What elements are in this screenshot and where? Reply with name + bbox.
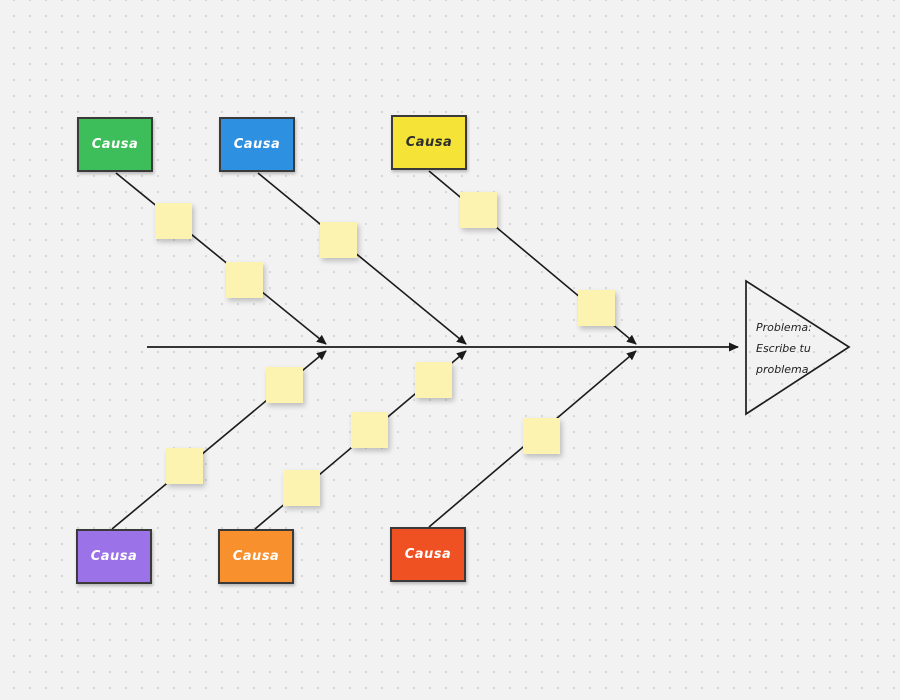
sticky-note[interactable] [460, 192, 497, 228]
cause-box-bottom-2[interactable]: Causa [218, 529, 294, 584]
cause-label: Causa [90, 549, 138, 564]
rib-line-top-1[interactable] [115, 172, 327, 345]
sticky-note[interactable] [226, 262, 263, 298]
problem-head-shape[interactable] [745, 279, 851, 416]
sticky-note[interactable] [578, 290, 615, 326]
sticky-note[interactable] [283, 470, 320, 506]
cause-box-top-3[interactable]: Causa [391, 115, 467, 170]
rib-line-top-2[interactable] [257, 172, 467, 345]
problem-text[interactable]: Problema: Escribe tu problema [756, 317, 846, 380]
problem-text-line: Escribe tu [756, 342, 811, 355]
sticky-note[interactable] [415, 362, 452, 398]
sticky-note[interactable] [266, 367, 303, 403]
sticky-note[interactable] [166, 448, 203, 484]
cause-label: Causa [405, 135, 453, 150]
sticky-note[interactable] [320, 222, 357, 258]
problem-text-line: Problema: [756, 321, 812, 334]
cause-box-top-1[interactable]: Causa [77, 117, 153, 172]
cause-box-top-2[interactable]: Causa [219, 117, 295, 172]
problem-text-line: problema [756, 363, 809, 376]
sticky-note[interactable] [155, 203, 192, 239]
cause-box-bottom-1[interactable]: Causa [76, 529, 152, 584]
cause-label: Causa [404, 547, 452, 562]
cause-label: Causa [91, 137, 139, 152]
cause-box-bottom-3[interactable]: Causa [390, 527, 466, 582]
sticky-note[interactable] [523, 418, 560, 454]
cause-label: Causa [233, 137, 281, 152]
cause-label: Causa [232, 549, 280, 564]
sticky-note[interactable] [351, 412, 388, 448]
